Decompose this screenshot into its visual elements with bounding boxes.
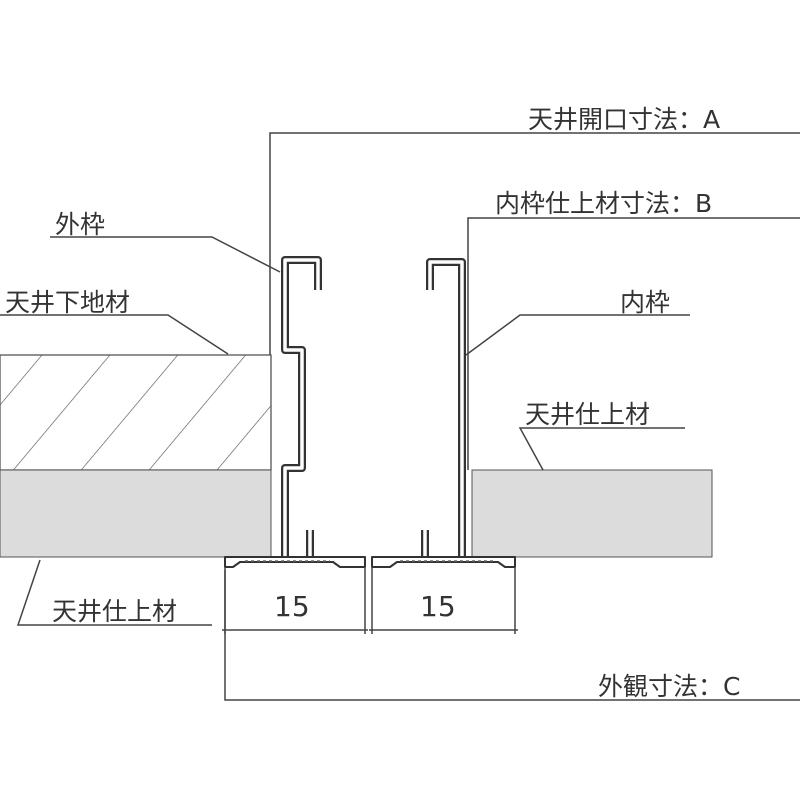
dim-a-label: 天井開口寸法：A [528, 105, 721, 134]
width-left-label: 15 [274, 590, 310, 623]
leader-ceiling-finish-left [16, 559, 212, 626]
ceiling-base-board [0, 354, 272, 471]
outer-frame-label: 外枠 [55, 210, 106, 239]
dim-b-line [467, 217, 800, 470]
inner-frame-profile [371, 258, 516, 568]
dim-b-label: 内枠仕上材寸法：B [495, 189, 713, 218]
ceiling-finish-board-left [0, 469, 272, 558]
dim-c-label: 外観寸法：C [598, 672, 741, 701]
outer-frame-profile [224, 256, 366, 568]
dim-a-line [269, 132, 800, 355]
ceiling-finish-label-left: 天井仕上材 [52, 597, 178, 626]
ceiling-base-label: 天井下地材 [5, 288, 131, 317]
inner-frame-label: 内枠 [620, 288, 671, 317]
ceiling-finish-label-right: 天井仕上材 [525, 400, 651, 429]
leader-inner-frame [465, 314, 690, 356]
leader-outer-frame [50, 236, 281, 273]
width-right-label: 15 [420, 590, 456, 623]
leader-ceiling-base [0, 314, 229, 355]
leader-ceiling-finish-right [518, 427, 685, 471]
ceiling-finish-board-right [471, 469, 713, 558]
